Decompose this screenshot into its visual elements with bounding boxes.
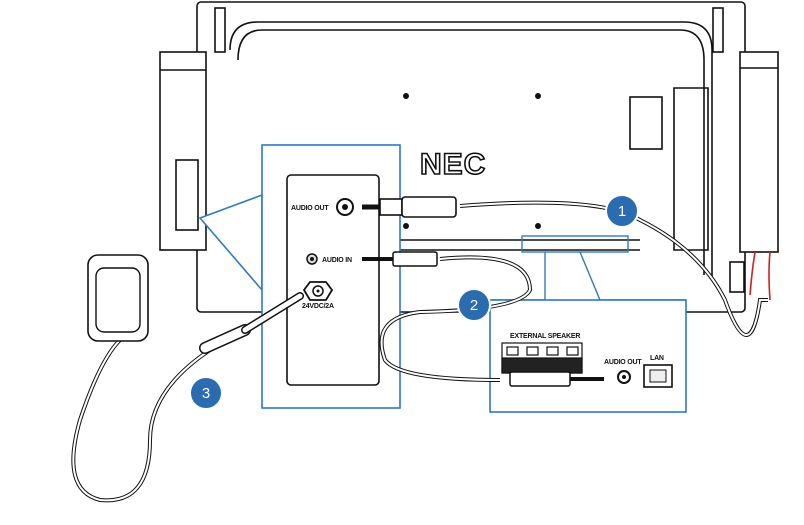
svg-text:3: 3 — [202, 385, 210, 402]
power-adapter — [87, 254, 149, 342]
audio-out-label: AUDIO OUT — [291, 205, 329, 212]
power-adapter-cable — [71, 292, 304, 503]
cable-2 — [362, 251, 604, 387]
brand-logo: NEC — [420, 148, 486, 181]
external-speaker-label: EXTERNAL SPEAKER — [510, 333, 580, 340]
red-cables — [749, 251, 771, 301]
audio-out-2-port — [617, 370, 631, 384]
audio-in-label: AUDIO IN — [322, 257, 352, 264]
power-label: 24VDC/2A — [302, 303, 334, 310]
audio-in-port — [306, 253, 318, 265]
svg-text:2: 2 — [470, 297, 478, 314]
terminal-panel — [286, 174, 380, 386]
audio-out-port — [336, 198, 354, 216]
screw-holes — [403, 93, 541, 229]
external-speaker-terminal — [501, 342, 583, 374]
highlight-area — [521, 235, 629, 253]
callout-3: 3 — [189, 376, 223, 410]
callout-2: 2 — [457, 288, 491, 322]
audio-out-2-label: AUDIO OUT — [604, 359, 642, 366]
lan-label: LAN — [650, 355, 664, 362]
cable-1 — [362, 196, 768, 337]
callout-1: 1 — [605, 194, 639, 228]
lan-port — [643, 364, 673, 388]
power-port — [302, 281, 334, 301]
svg-text:1: 1 — [618, 203, 626, 220]
